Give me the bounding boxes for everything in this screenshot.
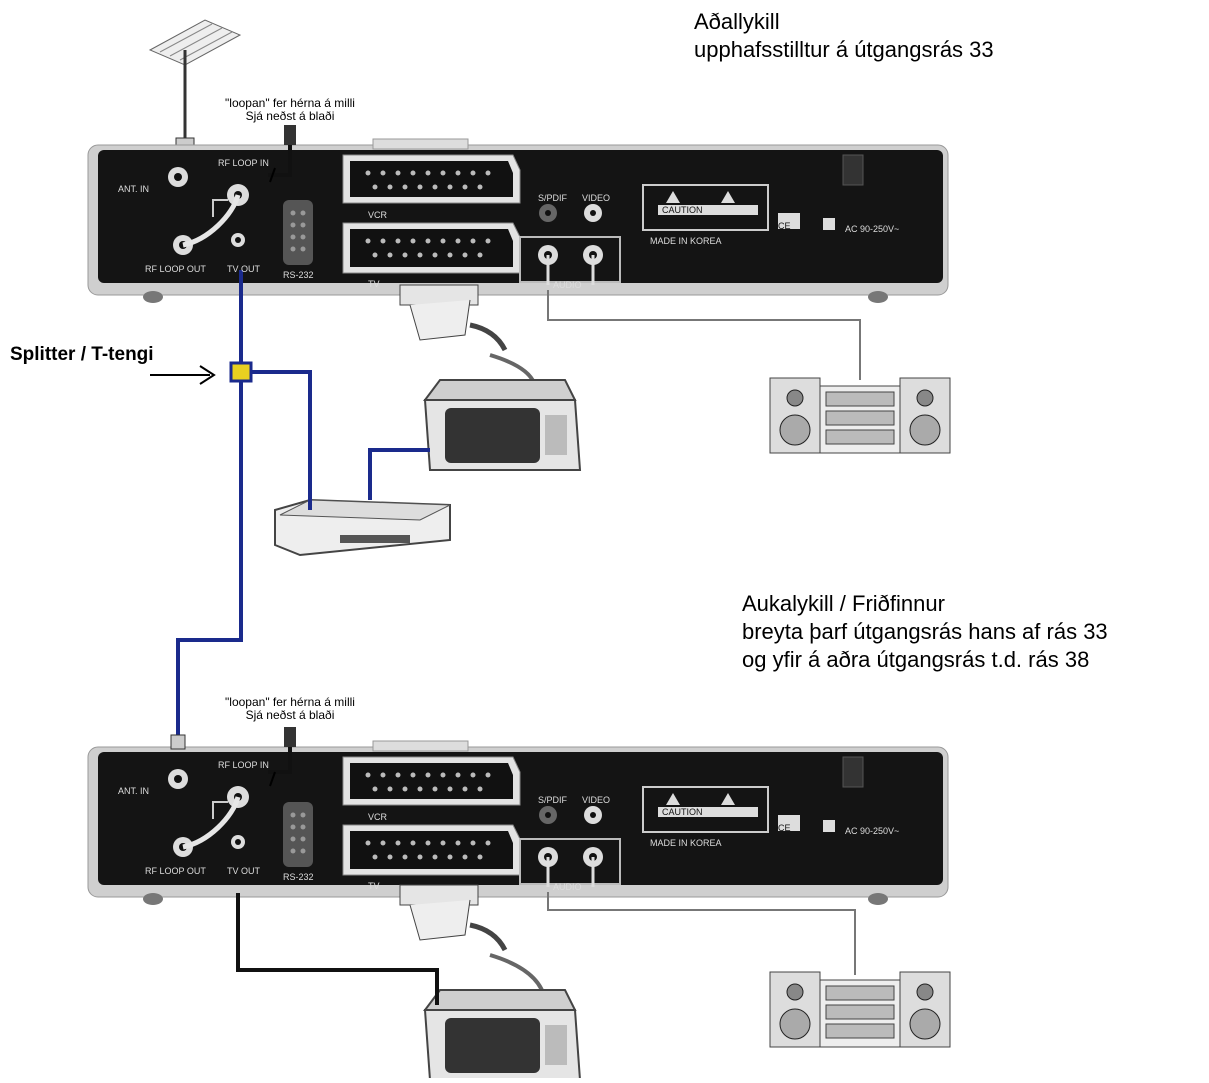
svg-text:RF LOOP IN: RF LOOP IN xyxy=(218,158,269,168)
svg-text:TV OUT: TV OUT xyxy=(227,264,261,274)
stereo-bottom xyxy=(769,971,951,1048)
svg-text:CAUTION: CAUTION xyxy=(662,205,703,215)
secondary-key-title: Aukalykill / Friðfinnur xyxy=(742,591,945,616)
main-receiver xyxy=(88,139,948,303)
main-key-heading: Aðallykill upphafsstilltur á útgangsrás … xyxy=(694,8,994,64)
svg-text:AC 90-250V~: AC 90-250V~ xyxy=(845,224,899,234)
svg-text:ANT. IN: ANT. IN xyxy=(118,786,149,796)
antenna-icon xyxy=(148,19,242,153)
svg-text:MADE IN KOREA: MADE IN KOREA xyxy=(650,236,722,246)
panel-labels-bottom: ANT. IN RF LOOP IN RF LOOP OUT TV OUT RS… xyxy=(118,760,899,892)
loop-plug-top xyxy=(268,125,296,177)
coax-cable xyxy=(176,270,430,735)
svg-text:RF LOOP IN: RF LOOP IN xyxy=(218,760,269,770)
main-key-title: Aðallykill xyxy=(694,9,780,34)
svg-text:ANT. IN: ANT. IN xyxy=(118,184,149,194)
svg-text:RF LOOP OUT: RF LOOP OUT xyxy=(145,264,206,274)
loop-note-bottom-line1: "loopan" fer hérna á milli xyxy=(225,695,355,709)
loop-arrow-top-icon xyxy=(269,167,276,183)
svg-text:RS-232: RS-232 xyxy=(283,872,314,882)
splitter-icon xyxy=(229,361,253,383)
svg-text:VCR: VCR xyxy=(368,812,388,822)
svg-text:S/PDIF: S/PDIF xyxy=(538,193,568,203)
loop-note-top-line2: Sjá neðst á blaði xyxy=(245,109,335,123)
svg-text:MADE IN KOREA: MADE IN KOREA xyxy=(650,838,722,848)
svg-text:TV: TV xyxy=(368,881,380,891)
audio-cable-top xyxy=(547,290,861,380)
svg-text:TV: TV xyxy=(368,279,380,289)
splitter-arrow-icon xyxy=(150,365,216,385)
loop-arrow-bottom-icon xyxy=(269,771,276,787)
svg-text:CAUTION: CAUTION xyxy=(662,807,703,817)
svg-text:AC 90-250V~: AC 90-250V~ xyxy=(845,826,899,836)
loop-note-bottom-line2: Sjá neðst á blaði xyxy=(245,708,335,722)
vcr-device xyxy=(274,498,451,557)
svg-text:VCR: VCR xyxy=(368,210,388,220)
svg-text:VIDEO: VIDEO xyxy=(582,795,610,805)
loop-note-top-line1: "loopan" fer hérna á milli xyxy=(225,96,355,110)
loop-note-top: "loopan" fer hérna á milli Sjá neðst á b… xyxy=(200,97,380,123)
svg-text:CE: CE xyxy=(778,823,791,833)
main-key-subtitle: upphafsstilltur á útgangsrás 33 xyxy=(694,37,994,62)
secondary-key-line3: og yfir á aðra útgangsrás t.d. rás 38 xyxy=(742,647,1090,672)
secondary-key-heading: Aukalykill / Friðfinnur breyta þarf útga… xyxy=(742,590,1108,674)
svg-text:RS-232: RS-232 xyxy=(283,270,314,280)
loop-plug-bottom xyxy=(268,727,296,774)
svg-text:AUDIO: AUDIO xyxy=(553,280,582,290)
loop-note-bottom: "loopan" fer hérna á milli Sjá neðst á b… xyxy=(200,696,380,722)
stereo-top xyxy=(769,377,951,454)
scart-cable-top xyxy=(399,284,538,396)
svg-text:AUDIO: AUDIO xyxy=(553,882,582,892)
panel-labels-top: ANT. IN RF LOOP IN RF LOOP OUT TV OUT RS… xyxy=(118,158,899,290)
tv-cable-bottom xyxy=(236,893,439,1005)
tv-bottom xyxy=(424,989,581,1081)
audio-cable-bottom xyxy=(547,892,856,975)
svg-text:TV OUT: TV OUT xyxy=(227,866,261,876)
scart-cable-bottom xyxy=(399,884,547,1001)
svg-text:RF LOOP OUT: RF LOOP OUT xyxy=(145,866,206,876)
svg-text:VIDEO: VIDEO xyxy=(582,193,610,203)
svg-text:CE: CE xyxy=(778,221,791,231)
secondary-receiver xyxy=(88,741,948,905)
splitter-label: Splitter / T-tengi xyxy=(10,344,154,365)
secondary-key-line2: breyta þarf útgangsrás hans af rás 33 xyxy=(742,619,1108,644)
svg-text:S/PDIF: S/PDIF xyxy=(538,795,568,805)
tv-top xyxy=(424,379,581,471)
